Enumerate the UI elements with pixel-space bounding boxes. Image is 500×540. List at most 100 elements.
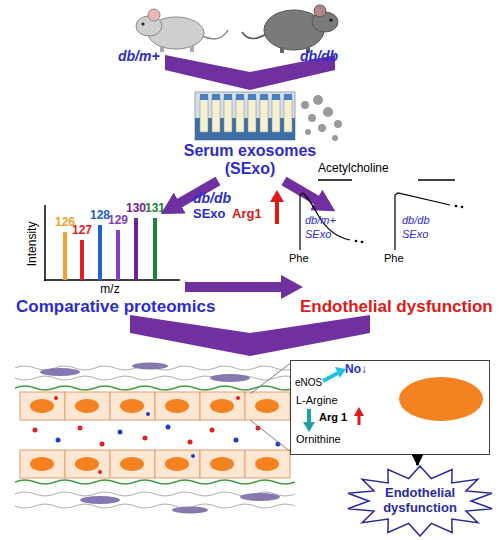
trace-label: SExo — [305, 228, 331, 241]
drug-label: Phe — [289, 252, 309, 265]
endothelial-cell — [65, 450, 110, 478]
trace-dot — [361, 241, 364, 244]
flow-arrow — [284, 181, 318, 201]
mouse-lean — [136, 9, 228, 52]
section-heading: Comparative proteomics — [16, 297, 215, 317]
tube — [236, 98, 244, 132]
peak — [80, 240, 84, 280]
exosome-blue — [234, 438, 239, 443]
tmt-tag: 130 — [124, 202, 148, 216]
fibroblast — [40, 368, 80, 376]
tmt-tag: 127 — [70, 224, 94, 238]
exosome-blue — [146, 412, 150, 416]
endothelial-cell — [200, 450, 245, 478]
group-label: db/db — [193, 190, 231, 206]
fibroblast — [132, 363, 168, 370]
mouse-eye — [141, 22, 144, 25]
conversion-arrow — [307, 409, 311, 423]
cell-nucleus — [30, 399, 54, 413]
elastic-lamina — [15, 480, 295, 484]
tube-cap — [248, 94, 256, 100]
arrow-head — [303, 422, 315, 432]
endothelial-cell — [20, 450, 65, 478]
adventitia-fiber — [15, 376, 295, 380]
exosome-red — [98, 470, 102, 474]
mouse-eye — [329, 18, 332, 21]
tube-cap — [260, 94, 268, 100]
exosome-dot — [318, 124, 326, 132]
tube — [284, 98, 292, 132]
cell-nucleus — [120, 457, 144, 471]
cell-nucleus — [399, 377, 483, 421]
elastic-lamina — [15, 386, 295, 390]
cell-inset-box: eNOSNo↓L-ArgineArg 1Ornithine — [290, 360, 490, 455]
drug-bar — [418, 179, 455, 181]
outcome-label: Endothelial dysfunction — [345, 486, 495, 516]
cell-nucleus — [120, 399, 144, 413]
exosome-blue — [56, 438, 61, 443]
endothelial-cell — [155, 450, 200, 478]
exosome-dot — [323, 107, 333, 117]
mouse-obese — [242, 5, 338, 53]
tube — [224, 98, 232, 132]
peak — [98, 225, 102, 280]
exosome-dot — [308, 114, 316, 122]
exosome-blue — [191, 454, 195, 458]
arrow-shaft — [275, 200, 279, 224]
tube — [248, 98, 256, 132]
tube-cap — [200, 94, 208, 100]
red-up-arrow — [270, 190, 284, 224]
exosome-red — [78, 426, 83, 431]
fibroblast — [240, 493, 280, 501]
y-axis — [44, 205, 46, 281]
axis-label: Intensity — [26, 214, 40, 274]
exosome-red — [188, 440, 193, 445]
tension-traces — [300, 180, 463, 250]
tmt-tag: 129 — [106, 214, 130, 228]
endothelial-cell — [155, 392, 200, 420]
tube — [260, 98, 268, 132]
cell-nucleus — [75, 457, 99, 471]
mouse-tail — [242, 32, 266, 39]
arrow-head — [270, 190, 284, 202]
vessel-illustration — [15, 362, 295, 514]
exosome-blue — [166, 425, 171, 430]
trace-label: SExo — [402, 228, 428, 241]
mouse-leg — [160, 46, 164, 52]
peak — [116, 230, 120, 280]
exosome-dot — [332, 135, 338, 141]
trace-dot — [355, 240, 358, 243]
exosome-dot — [313, 95, 323, 105]
drug-bar — [318, 179, 352, 181]
mouse-ear — [314, 5, 326, 17]
tube — [272, 98, 280, 132]
tube-cap — [236, 94, 244, 100]
endothelial-cell — [200, 392, 245, 420]
axis-label: m/z — [95, 283, 125, 297]
endothelial-cell — [20, 392, 65, 420]
flow-arrow — [185, 282, 283, 292]
fibroblast — [80, 496, 120, 504]
endothelial-cell — [245, 392, 290, 420]
fibroblast — [172, 507, 208, 514]
drug-label: Acetylcholine — [318, 162, 389, 176]
fibroblast — [210, 374, 250, 382]
cell-nucleus — [30, 457, 54, 471]
endothelial-cell — [65, 392, 110, 420]
peak — [63, 232, 67, 280]
arrow-head — [335, 367, 346, 378]
starburst-text-wrap: Endothelial dysfunction — [345, 465, 495, 537]
activation-arrow — [323, 373, 338, 381]
exosome-red — [236, 396, 240, 400]
trace-line — [300, 193, 350, 250]
tube-cap — [272, 94, 280, 100]
endothelial-cell — [110, 392, 155, 420]
tube-cap — [284, 94, 292, 100]
zoom-line — [250, 362, 292, 394]
flow-arrow — [416, 455, 419, 465]
exosome-red — [143, 436, 148, 441]
tube-cap — [224, 94, 232, 100]
exosome-dot — [301, 101, 309, 109]
